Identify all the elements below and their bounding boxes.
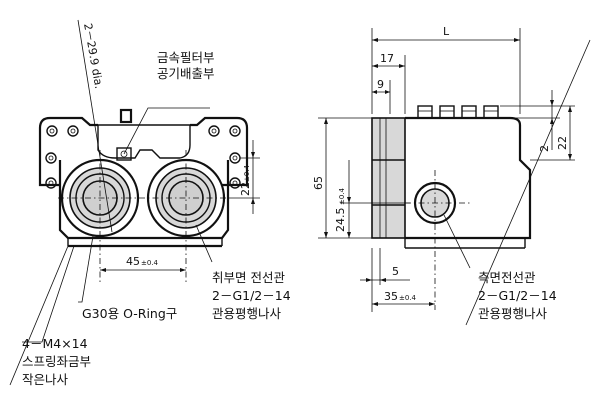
front-view (9, 19, 260, 386)
d9-label: 9 (377, 78, 384, 91)
bottom-conduit-line2: 2－G1/2－14 (212, 288, 291, 303)
d24-5-tol: ±0.4 (338, 187, 346, 205)
top-knob (119, 108, 133, 124)
screw-line3: 작은나사 (22, 372, 69, 387)
screw-line1: 4－M4×14 (22, 336, 88, 351)
annotations: 2－29.9 dia. 금속필터부 공기배출부 45 ±0.4 22 ±0.4 … (22, 22, 569, 387)
d17-label: 17 (380, 52, 394, 65)
side-view (318, 28, 591, 326)
ear-screw-holes (45, 125, 241, 189)
side-flange (371, 117, 406, 239)
front-body (58, 160, 230, 240)
height-22-tol: ±0.4 (243, 164, 251, 182)
d65-label: 65 (312, 176, 325, 190)
filter-exhaust-line2: 공기배출부 (157, 66, 215, 81)
metal-filter (116, 147, 132, 161)
L-label: L (443, 25, 450, 38)
pitch-45-tol: ±0.4 (141, 259, 159, 267)
d35-tol: ±0.4 (399, 294, 417, 302)
d24-5-label: 24.5 (334, 208, 347, 233)
dia-label: 2－29.9 dia. (81, 22, 105, 90)
screw-line2: 스프링좌금부 (22, 354, 91, 369)
oring-label: G30용 O-Ring구 (82, 306, 177, 321)
d2-label: 2 (538, 145, 551, 152)
d5-label: 5 (392, 265, 399, 278)
left-ear (38, 116, 98, 187)
d22-label: 22 (556, 136, 569, 150)
top-terminals (417, 105, 499, 119)
side-conduit-line1: 측면전선관 (478, 270, 536, 285)
bottom-conduit-line1: 취부면 전선관 (212, 270, 285, 285)
side-conduit-line3: 관용평행나사 (478, 306, 548, 321)
side-conduit-line2: 2－G1/2－14 (478, 288, 557, 303)
pitch-45-value: 45 (126, 255, 140, 268)
filter-exhaust-line1: 금속필터부 (157, 50, 215, 65)
right-ear (190, 116, 249, 187)
bottom-conduit-line3: 관용평행나사 (212, 306, 282, 321)
right-conduit-port (146, 158, 226, 238)
height-22-value: 22 (239, 182, 252, 196)
d35-label: 35 (384, 290, 398, 303)
